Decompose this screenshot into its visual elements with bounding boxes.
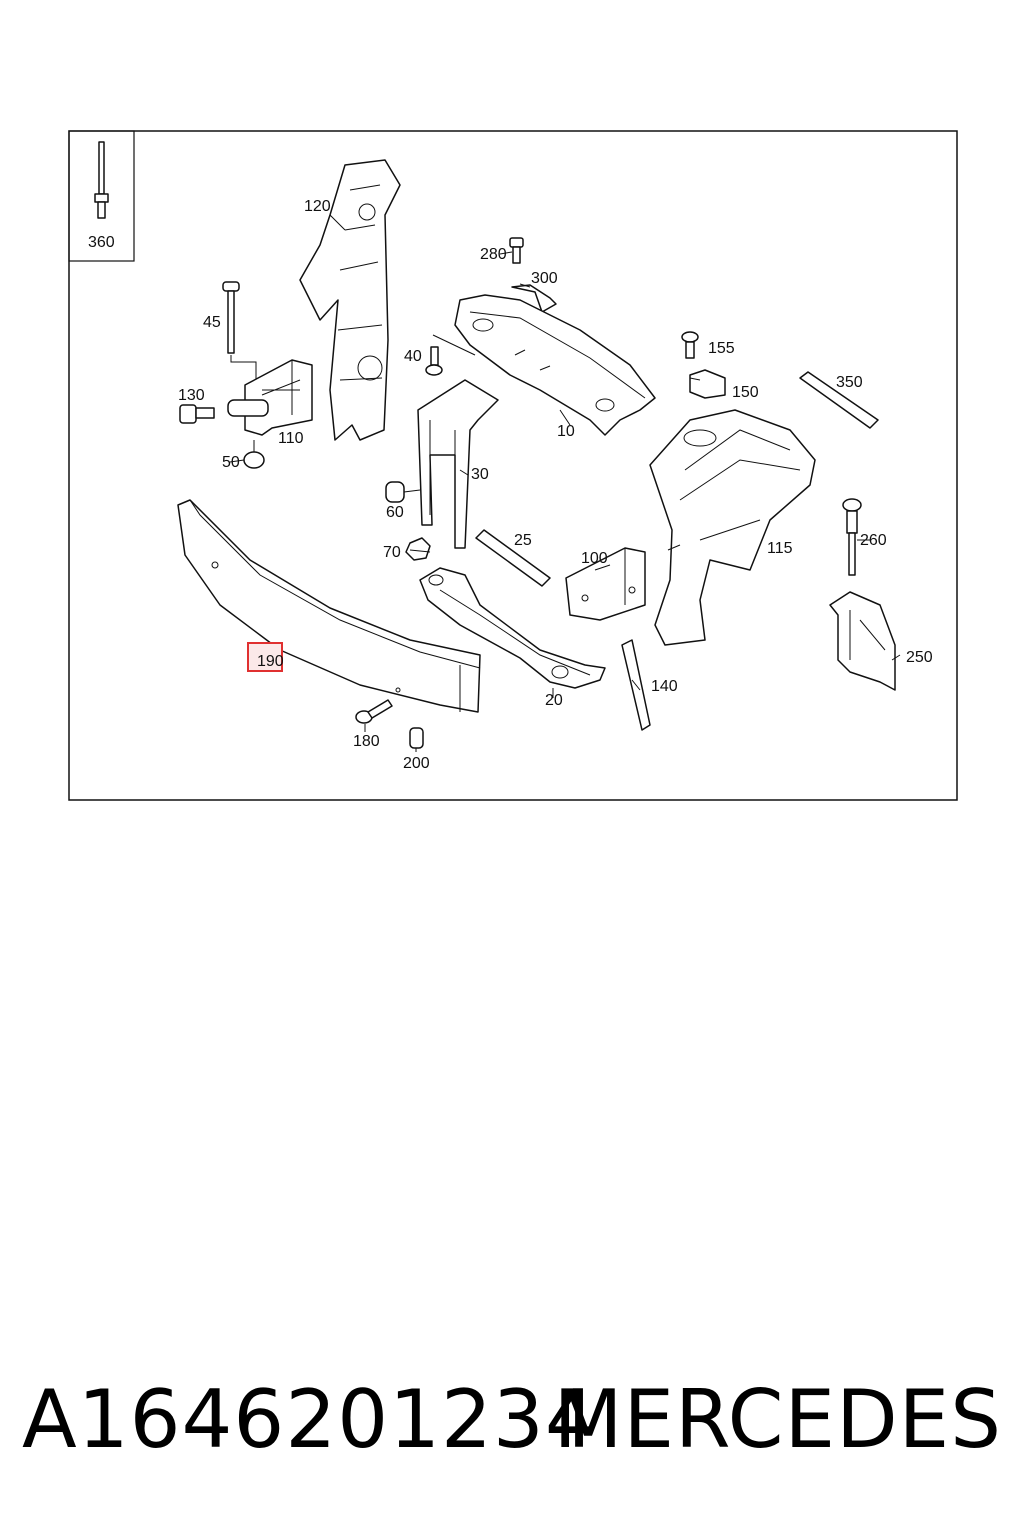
callout-180[interactable]: 180 bbox=[353, 733, 380, 750]
bushing-60 bbox=[385, 481, 405, 503]
leader-lines bbox=[229, 214, 901, 752]
bushing-200 bbox=[409, 727, 424, 749]
callout-60[interactable]: 60 bbox=[386, 504, 404, 521]
bracket-250 bbox=[829, 591, 896, 691]
parts-diagram: 360 120 280 300 45 40 155 150 350 130 11… bbox=[68, 130, 958, 801]
bolt-155 bbox=[681, 331, 699, 359]
bolt-45 bbox=[222, 281, 240, 354]
callout-100[interactable]: 100 bbox=[581, 550, 608, 567]
bolt-260 bbox=[842, 498, 862, 576]
bumper-bar-190 bbox=[177, 499, 481, 713]
bolt-40 bbox=[425, 346, 443, 376]
bracket-110 bbox=[244, 359, 313, 436]
callout-280[interactable]: 280 bbox=[480, 246, 507, 263]
bolt-360 bbox=[94, 141, 109, 219]
bolt-180 bbox=[355, 699, 393, 724]
bracket-100 bbox=[565, 547, 646, 621]
callout-110[interactable]: 110 bbox=[278, 430, 304, 447]
nut-50 bbox=[243, 440, 265, 469]
callout-40[interactable]: 40 bbox=[404, 348, 422, 365]
callout-120[interactable]: 120 bbox=[304, 198, 331, 215]
callout-30[interactable]: 30 bbox=[471, 466, 489, 483]
callout-250[interactable]: 250 bbox=[906, 649, 933, 666]
footer: A1646201234 MERCEDES bbox=[0, 1360, 1024, 1480]
nut-70 bbox=[405, 537, 431, 561]
callout-45[interactable]: 45 bbox=[203, 314, 221, 331]
callout-20[interactable]: 20 bbox=[545, 692, 563, 709]
callout-25[interactable]: 25 bbox=[514, 532, 532, 549]
clip-150 bbox=[689, 369, 726, 399]
part-number: A1646201234 bbox=[22, 1373, 597, 1466]
callout-190[interactable]: 190 bbox=[257, 653, 284, 670]
cross-member-10 bbox=[454, 294, 656, 436]
brand-name: MERCEDES bbox=[553, 1373, 1002, 1466]
callout-155[interactable]: 155 bbox=[708, 340, 735, 357]
callout-140[interactable]: 140 bbox=[651, 678, 678, 695]
rod-25 bbox=[475, 529, 551, 587]
callout-130[interactable]: 130 bbox=[178, 387, 205, 404]
callout-50[interactable]: 50 bbox=[222, 454, 240, 471]
callout-300[interactable]: 300 bbox=[531, 270, 558, 287]
callout-350[interactable]: 350 bbox=[836, 374, 863, 391]
callout-150[interactable]: 150 bbox=[732, 384, 759, 401]
callout-360[interactable]: 360 bbox=[88, 234, 115, 251]
callout-10[interactable]: 10 bbox=[557, 423, 575, 440]
clip-300 bbox=[511, 284, 557, 313]
highlight-box bbox=[247, 642, 283, 672]
cross-member-20 bbox=[419, 567, 606, 689]
bolt-280 bbox=[509, 237, 524, 264]
callout-200[interactable]: 200 bbox=[403, 755, 430, 772]
bracket-30 bbox=[417, 379, 499, 549]
callout-260[interactable]: 260 bbox=[860, 532, 887, 549]
bolt-130 bbox=[179, 399, 269, 424]
pad-350 bbox=[799, 371, 879, 429]
inset-box bbox=[68, 130, 135, 262]
side-member-115 bbox=[649, 409, 816, 646]
callout-115[interactable]: 115 bbox=[767, 540, 793, 557]
side-member-120 bbox=[299, 159, 401, 441]
diagram-frame bbox=[68, 130, 958, 801]
callout-70[interactable]: 70 bbox=[383, 544, 401, 561]
